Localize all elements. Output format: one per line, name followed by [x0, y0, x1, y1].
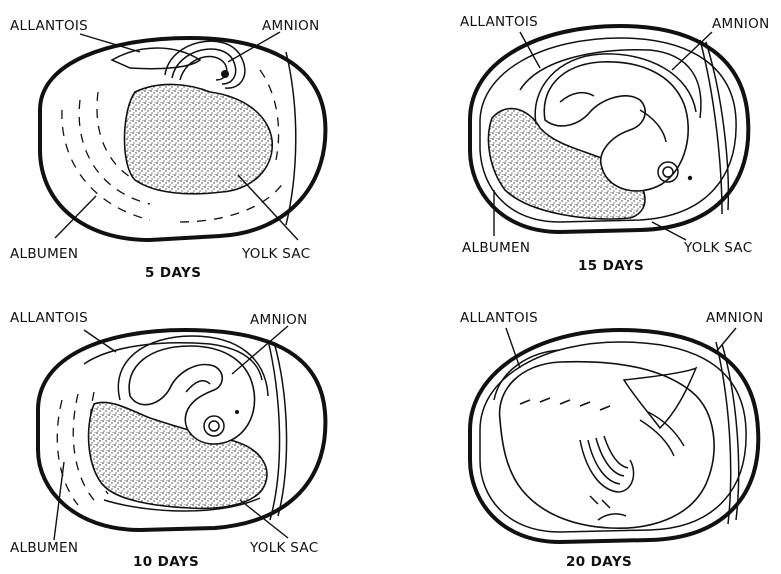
allantois-label: ALLANTOIS	[10, 18, 88, 34]
panel-15-days: ALLANTOIS AMNION ALBUMEN YOLK SAC 15 DAY…	[460, 14, 770, 274]
panel-caption: 20 DAYS	[566, 554, 632, 570]
panel-caption: 10 DAYS	[133, 554, 199, 570]
allantois-label: ALLANTOIS	[460, 310, 538, 326]
albumen-label: ALBUMEN	[462, 240, 530, 256]
panel-20-days: ALLANTOIS AMNION 20 DAYS	[460, 310, 764, 570]
panel-5-days: ALLANTOIS AMNION ALBUMEN YOLK SAC 5 DAYS	[10, 18, 325, 281]
allantois-label: ALLANTOIS	[10, 310, 88, 326]
panel-caption: 5 DAYS	[145, 265, 201, 281]
amnion-label: AMNION	[712, 16, 770, 32]
amnion-label: AMNION	[262, 18, 320, 34]
yolk-sac-label: YOLK SAC	[683, 240, 752, 256]
panel-10-days: ALLANTOIS AMNION ALBUMEN YOLK SAC 10 DAY…	[10, 310, 325, 570]
amnion-label: AMNION	[250, 312, 308, 328]
yolk-sac-label: YOLK SAC	[249, 540, 318, 556]
yolk-sac-label: YOLK SAC	[241, 246, 310, 262]
allantois-label: ALLANTOIS	[460, 14, 538, 30]
albumen-label: ALBUMEN	[10, 246, 78, 262]
albumen-label: ALBUMEN	[10, 540, 78, 556]
panel-caption: 15 DAYS	[578, 258, 644, 274]
amnion-leader	[716, 328, 736, 352]
amnion-label: AMNION	[706, 310, 764, 326]
